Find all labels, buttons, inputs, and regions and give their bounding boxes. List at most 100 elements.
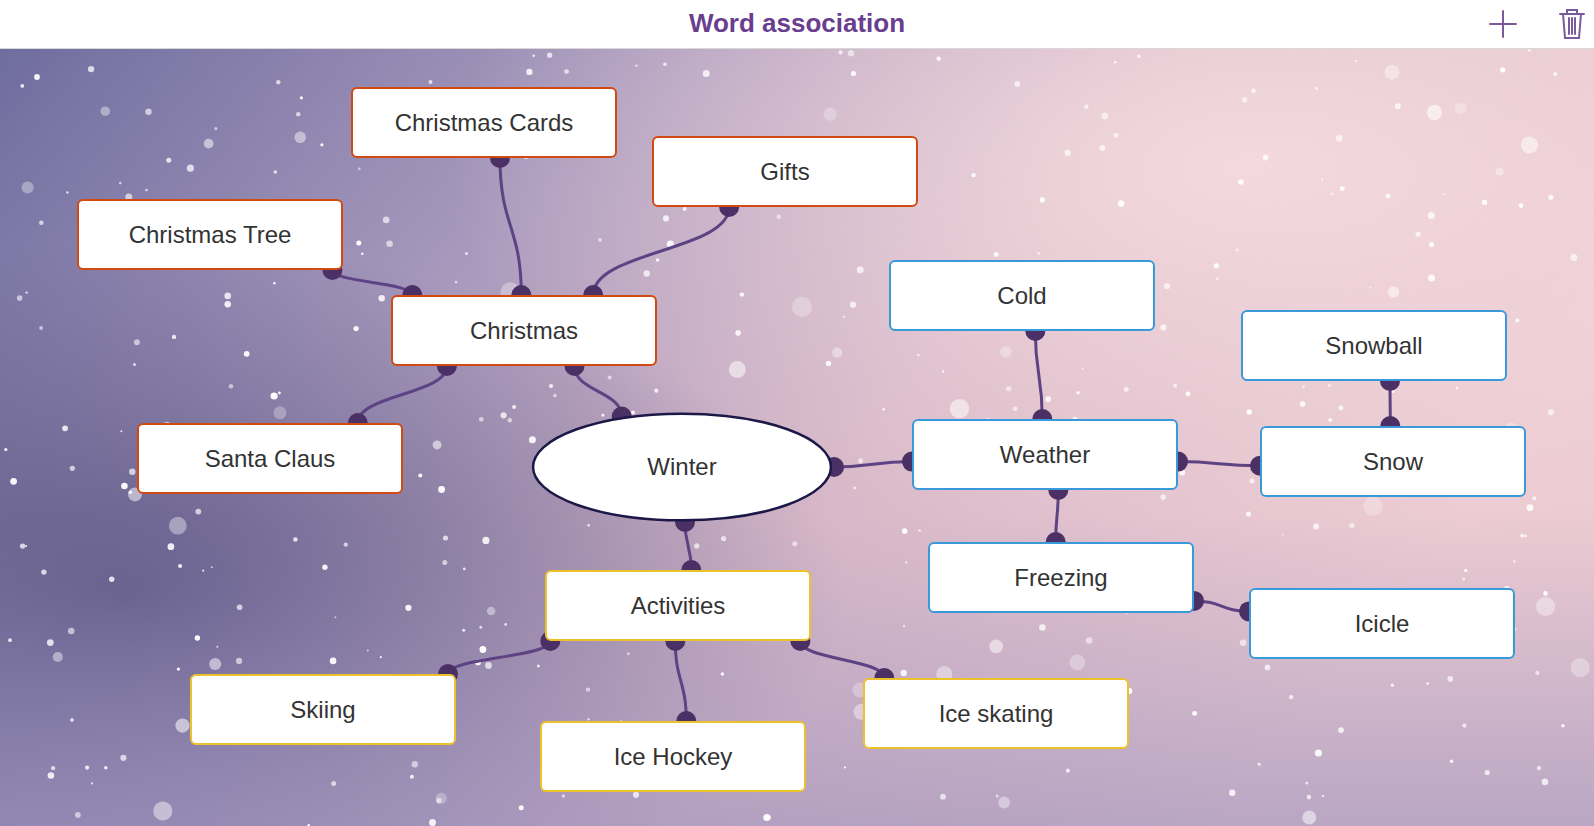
snowflake [68,628,75,635]
snowflake [455,281,458,284]
snowflake [485,662,492,669]
word-box: Gifts [652,136,918,207]
word-box: Freezing [928,542,1194,613]
snowflake [383,217,390,224]
snowflake [1336,135,1343,142]
snowflake [1242,97,1248,103]
snowflake [940,794,946,800]
snowflake [1447,676,1453,682]
snowflake [1040,197,1045,202]
snowflake [120,755,126,761]
snowflake [480,646,487,653]
snowflake [129,469,135,475]
snowflake [1238,179,1244,185]
snowflake [75,812,81,818]
snowflake [1321,178,1323,180]
snowflake [1392,390,1395,393]
snowflake [1300,401,1306,407]
word-label: Christmas Tree [129,221,292,249]
snowflake [1101,113,1108,120]
snowflake [41,569,46,574]
snowflake [195,635,200,640]
snowflake [386,240,393,247]
snowflake [694,543,699,548]
snowflake [1542,779,1549,786]
snowflake [438,486,445,493]
snowflake [134,339,140,345]
snowflake [1240,640,1246,646]
snowflake [145,189,148,192]
snowflake [1442,193,1444,195]
snowflake [1428,275,1435,282]
snowflake [635,64,638,67]
snowflake [53,652,63,662]
snowflake [119,182,122,185]
snowflake [320,143,323,146]
snowflake [1124,387,1129,392]
snowflake [763,814,770,821]
snowflake [166,158,171,163]
snowflake [1553,72,1557,76]
snowflake [848,50,854,56]
snowflake [367,649,369,651]
connector [583,197,739,305]
snowflake [1179,469,1185,475]
snowflake [214,127,217,130]
snowflake [1521,136,1538,153]
snowflake [1388,286,1399,297]
snowflake [1006,386,1011,391]
snowflake [34,74,40,80]
snowflake [1250,478,1255,483]
snowflake [47,639,54,646]
snowflake [729,361,746,378]
word-label: Gifts [760,158,809,186]
snowflake [273,282,276,285]
word-label: Santa Claus [205,445,336,473]
connector [1025,321,1052,429]
snowflake [294,132,306,144]
snowflake [1385,65,1400,80]
snowflake [1229,790,1235,796]
snowflake [209,658,221,670]
snowflake [1339,406,1344,411]
snowflake [601,414,604,417]
word-label: Ice skating [939,700,1054,728]
snowflake [1084,105,1088,109]
snowflake [1160,494,1166,500]
snowflake [1524,535,1526,537]
snowflake [85,766,89,770]
snowflake [937,56,941,60]
snowflake [487,607,496,616]
snowflake [942,370,944,372]
word-box: Christmas Cards [351,87,617,158]
snowflake [1532,496,1536,500]
snowflake [1571,658,1590,677]
word-label: Freezing [1014,564,1107,592]
snowflake [17,295,23,301]
snowflake [442,560,447,565]
snowflake [598,238,602,242]
snowflake [1427,105,1442,120]
snowflake [1160,324,1166,330]
snowflake [462,629,465,632]
snowflake [721,672,725,676]
snowflake [479,417,484,422]
snowflake [405,605,411,611]
snowflake [843,316,845,318]
snowflake [20,84,24,88]
snowflake [436,798,442,804]
snowflake [177,667,180,670]
snowflake [120,430,122,432]
snowflake [721,536,726,541]
toolbar-icons [1474,0,1594,49]
snowflake [1289,695,1293,699]
snowflake [1464,569,1467,572]
snowflake [858,458,863,463]
snowflake [564,69,569,74]
snowflake [463,568,466,571]
snowflake [479,626,482,629]
snowflake [109,577,114,582]
snowflake [1330,192,1333,195]
snowflake [857,266,864,273]
snowflake [1302,385,1305,388]
